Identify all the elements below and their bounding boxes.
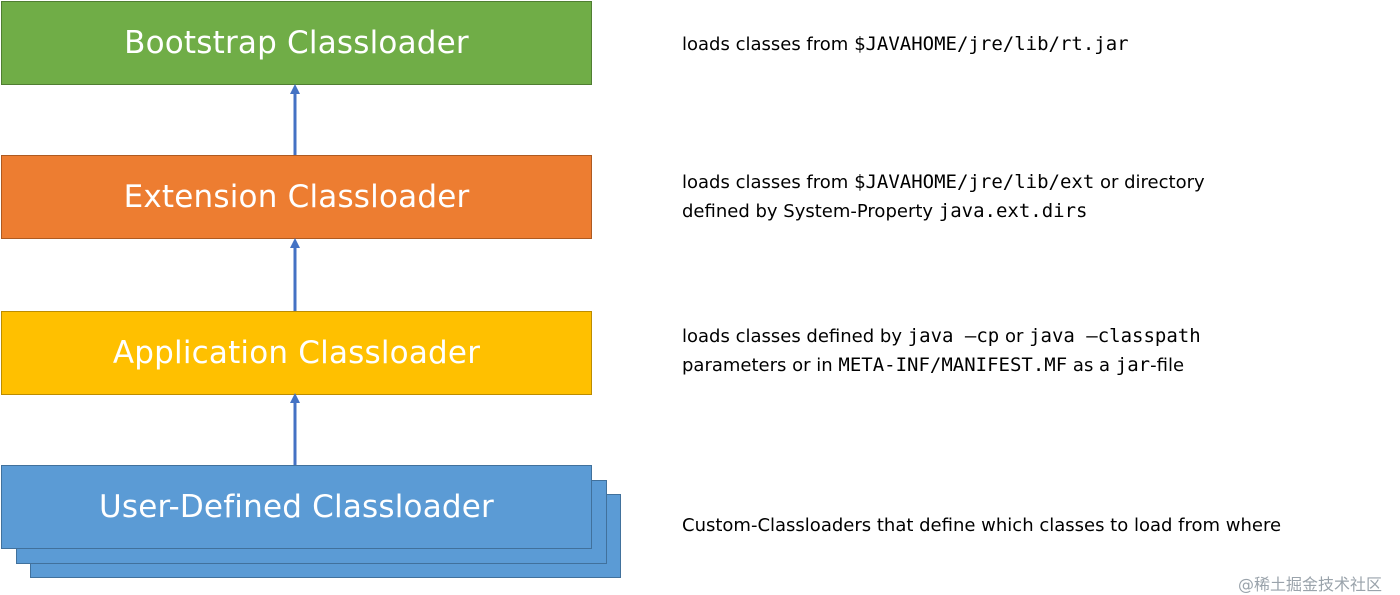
application-description-line-2: parameters or in META-INF/MANIFEST.MF as… — [682, 351, 1201, 380]
bootstrap-desc-text-1: loads classes from — [682, 34, 855, 55]
application-description: loads classes defined by java –cp or jav… — [682, 322, 1201, 380]
application-desc-text-5: -file — [1150, 355, 1185, 376]
application-desc-code-jar: jar — [1115, 354, 1151, 376]
application-classloader-box: Application Classloader — [1, 311, 592, 395]
user-defined-classloader-label: User-Defined Classloader — [98, 489, 494, 525]
application-description-line-1: loads classes defined by java –cp or jav… — [682, 322, 1201, 351]
extension-classloader-label: Extension Classloader — [123, 179, 470, 215]
bootstrap-classloader-box: Bootstrap Classloader — [1, 1, 592, 85]
extension-description-line-1: loads classes from $JAVAHOME/jre/lib/ext… — [682, 168, 1205, 197]
user-defined-classloader-box: User-Defined Classloader — [1, 465, 592, 549]
application-desc-code-cp: java –cp — [907, 325, 1000, 347]
extension-desc-text-1: loads classes from — [682, 172, 855, 193]
application-desc-text-4: as a — [1067, 355, 1116, 376]
user-defined-description: Custom-Classloaders that define which cl… — [682, 512, 1281, 540]
bootstrap-description: loads classes from $JAVAHOME/jre/lib/rt.… — [682, 30, 1129, 59]
bootstrap-description-line-1: loads classes from $JAVAHOME/jre/lib/rt.… — [682, 30, 1129, 59]
bootstrap-desc-code-rt-jar: $JAVAHOME/jre/lib/rt.jar — [854, 33, 1129, 55]
application-desc-text-1: loads classes defined by — [682, 326, 908, 347]
extension-description-line-2: defined by System-Property java.ext.dirs — [682, 197, 1205, 226]
watermark: @稀土掘金技术社区 — [1237, 575, 1382, 594]
extension-desc-text-2: or directory — [1094, 172, 1205, 193]
application-classloader-label: Application Classloader — [112, 335, 481, 371]
extension-desc-text-3: defined by System-Property — [682, 201, 939, 222]
bootstrap-classloader-label: Bootstrap Classloader — [124, 25, 469, 61]
extension-description: loads classes from $JAVAHOME/jre/lib/ext… — [682, 168, 1205, 226]
extension-classloader-box: Extension Classloader — [1, 155, 592, 239]
extension-desc-code-ext-path: $JAVAHOME/jre/lib/ext — [854, 171, 1095, 193]
application-desc-code-manifest: META-INF/MANIFEST.MF — [838, 354, 1068, 376]
application-desc-text-2: or — [999, 326, 1030, 347]
application-desc-text-3: parameters or in — [682, 355, 839, 376]
user-defined-description-line-1: Custom-Classloaders that define which cl… — [682, 515, 1282, 536]
application-desc-code-classpath: java –classpath — [1029, 325, 1201, 347]
extension-desc-code-ext-dirs: java.ext.dirs — [938, 200, 1088, 222]
